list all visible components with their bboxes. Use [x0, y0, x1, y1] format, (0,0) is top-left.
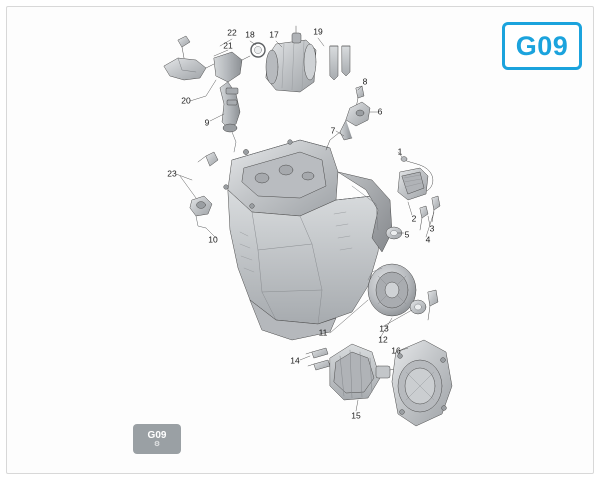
part-group-starter-motor [250, 25, 351, 93]
part-group-sensor-bracket [325, 85, 371, 151]
callout-9: 9 [204, 117, 210, 128]
part-group-alternator-cover [391, 339, 453, 427]
callout-6: 6 [377, 106, 383, 117]
callout-4: 4 [425, 234, 431, 245]
callout-11: 11 [318, 327, 328, 338]
callout-5: 5 [404, 229, 410, 240]
callout-10: 10 [208, 234, 218, 245]
callout-7: 7 [330, 125, 336, 136]
section-tag-label: G09 [147, 429, 167, 441]
page-code-badge-label: G09 [515, 30, 569, 61]
part-group-flywheel-rotor [367, 263, 439, 321]
callout-17: 17 [269, 29, 279, 40]
part-group-stator [305, 343, 399, 401]
callout-22: 22 [227, 27, 237, 38]
callout-23: 23 [167, 168, 177, 179]
leader-lines [175, 37, 435, 412]
gear-icon: ⚙ [153, 440, 161, 448]
page-code-badge: G09 [502, 22, 582, 70]
callout-15: 15 [351, 410, 361, 421]
callout-14: 14 [290, 355, 300, 366]
callout-3: 3 [429, 223, 435, 234]
callout-13: 13 [379, 323, 389, 334]
callout-20: 20 [181, 95, 191, 106]
part-group-ignition-coil [163, 35, 251, 153]
callout-18: 18 [245, 29, 255, 40]
callout-2: 2 [411, 213, 417, 224]
callout-19: 19 [313, 26, 323, 37]
part-group-left-sensors [189, 151, 219, 229]
section-tag: G09 ⚙ [133, 424, 181, 454]
callout-16: 16 [391, 345, 401, 356]
engine-block [223, 139, 393, 341]
part-group-regulator [385, 156, 441, 240]
callout-21: 21 [223, 40, 233, 51]
callout-1: 1 [397, 146, 403, 157]
callout-12: 12 [378, 334, 388, 345]
callout-8: 8 [362, 76, 368, 87]
